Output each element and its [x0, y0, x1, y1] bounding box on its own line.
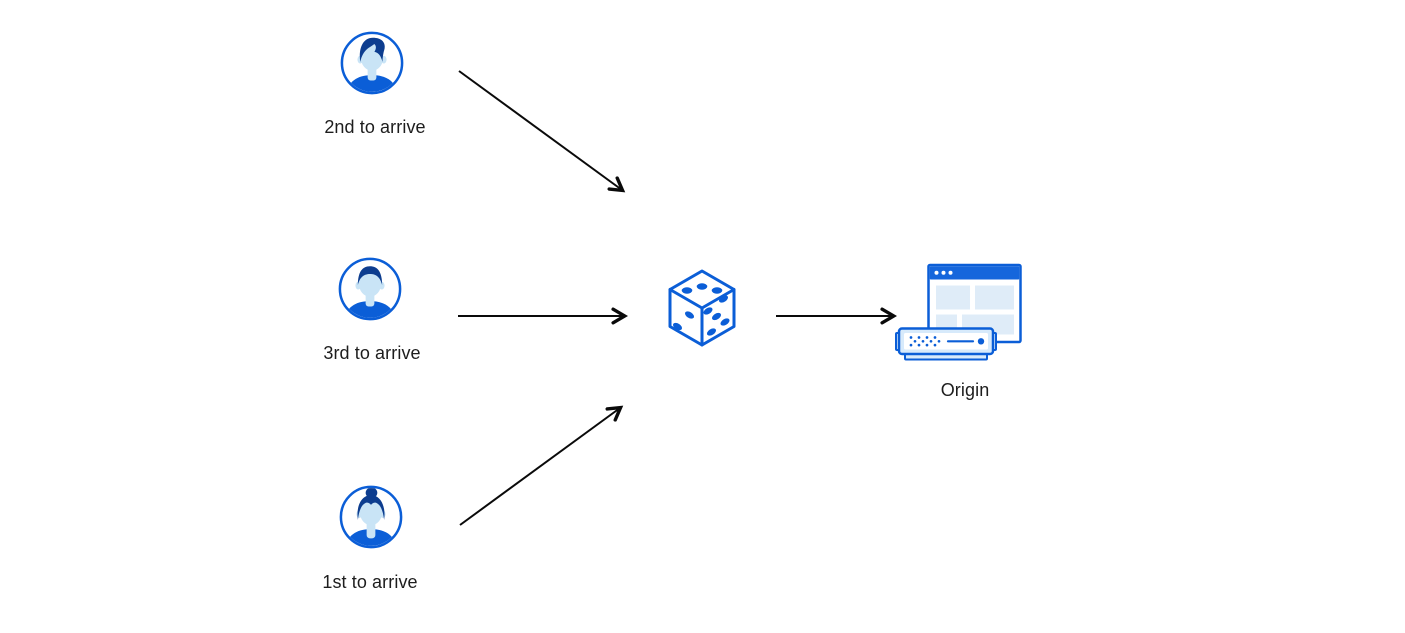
user-avatar-man-icon	[340, 31, 404, 95]
node-visitor-bottom	[338, 484, 404, 550]
node-visitor-middle	[337, 256, 403, 322]
visitor-top-label: 2nd to arrive	[324, 117, 426, 137]
visitor-bottom-label: 1st to arrive	[322, 572, 418, 592]
user-avatar-woman-icon	[339, 485, 403, 549]
dice-icon	[668, 269, 736, 347]
server-indicator-light	[977, 338, 985, 345]
node-origin	[894, 261, 1026, 363]
arrow-visitor-top-to-dice	[458, 70, 626, 193]
origin-label: Origin	[940, 380, 990, 400]
origin-icon	[895, 263, 1022, 361]
node-randomizer	[665, 267, 739, 353]
node-visitor-top	[339, 30, 405, 96]
user-avatar-man-icon	[338, 257, 402, 321]
browser-window-icon	[927, 263, 1022, 344]
arrow-visitor-bottom-to-dice	[459, 405, 624, 526]
server-icon	[895, 327, 997, 361]
visitor-middle-label: 3rd to arrive	[323, 343, 421, 363]
server-vents	[909, 336, 941, 347]
